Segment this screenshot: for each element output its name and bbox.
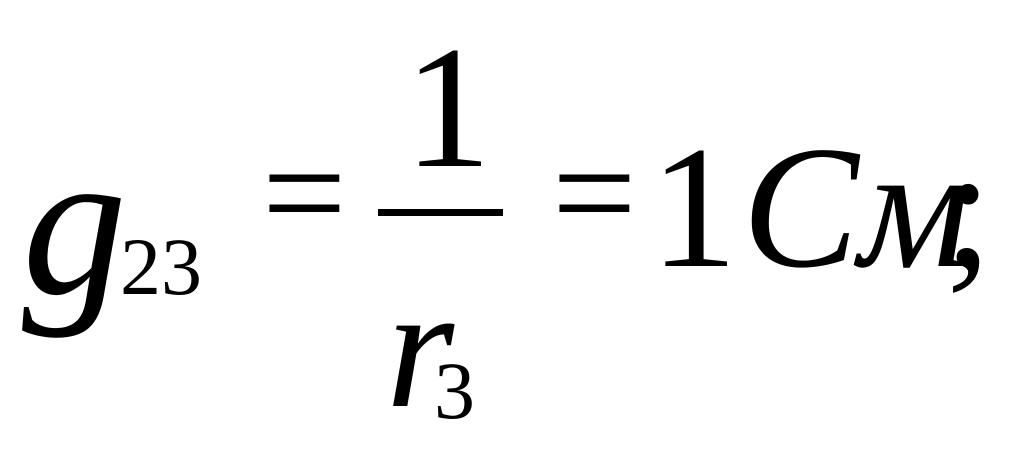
subscript-3: 3 [434, 345, 475, 436]
fraction-bar [378, 209, 503, 216]
subscript-23: 23 [120, 221, 202, 312]
semicolon: ; [944, 110, 993, 304]
equals-sign: = [262, 110, 347, 276]
equals-sign-second: = [552, 110, 637, 276]
fraction-numerator: 1 [404, 10, 492, 204]
variable-r: r [386, 250, 455, 444]
result-unit: См [742, 110, 971, 304]
variable-g: g [22, 107, 127, 339]
result-value: 1 [650, 110, 738, 304]
